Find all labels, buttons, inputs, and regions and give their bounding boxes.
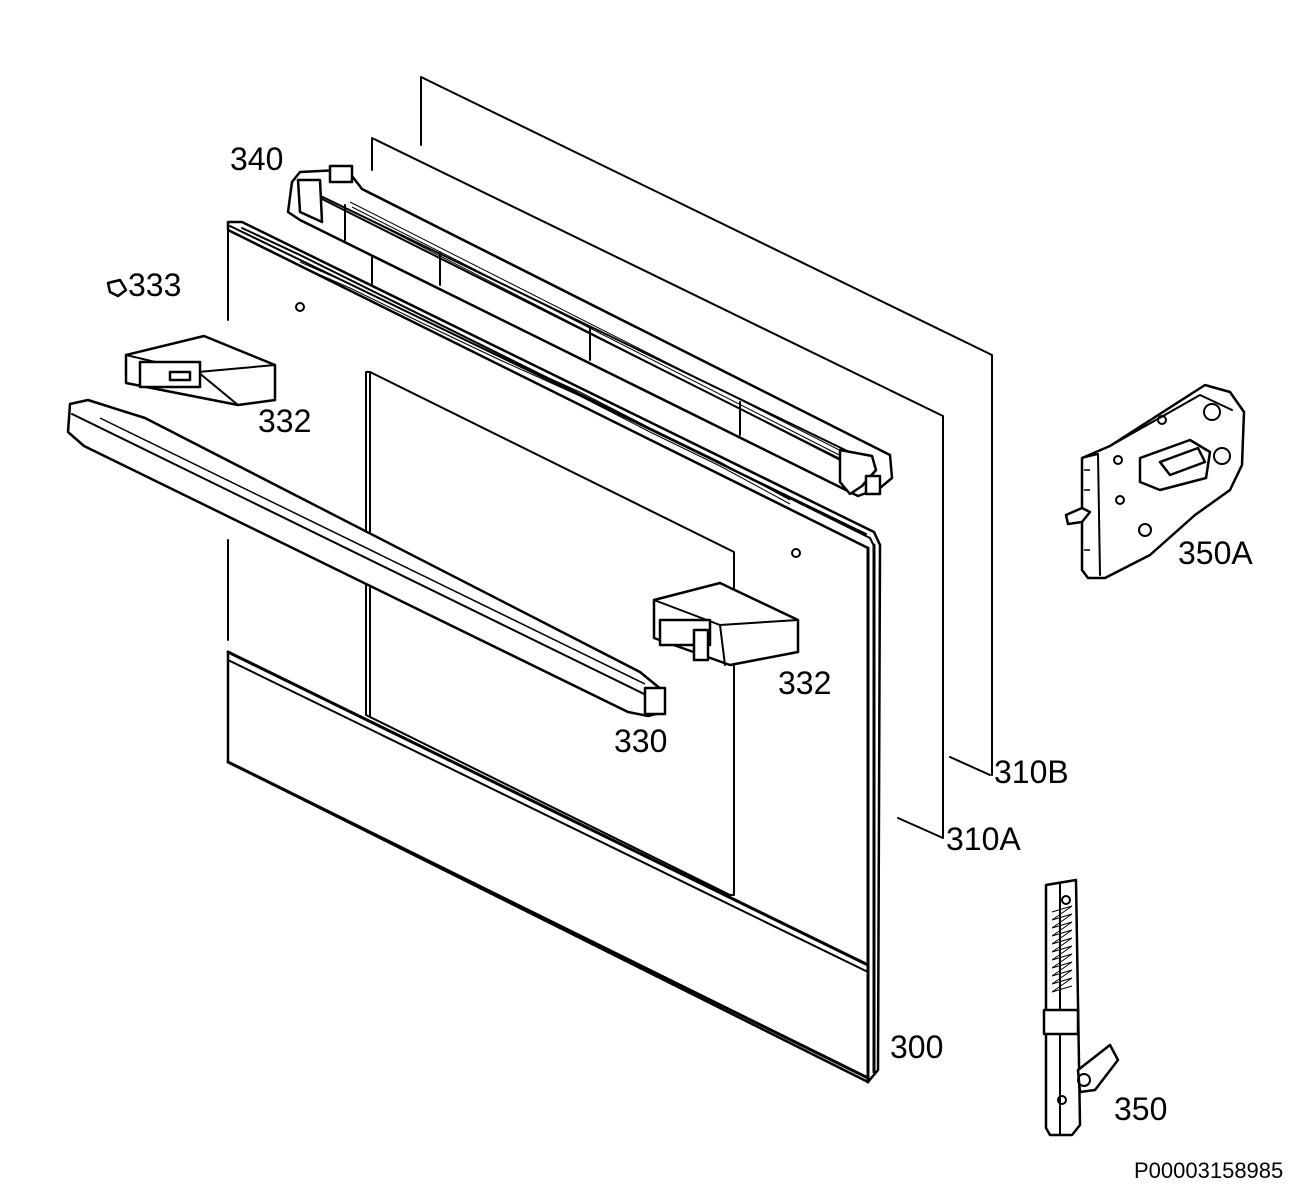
drawing-code: P00003158985 (1134, 1158, 1283, 1183)
part-332-end-cap-left (124, 334, 277, 407)
label-300: 300 (890, 1029, 943, 1065)
part-333-screw (106, 278, 128, 298)
part-300-front-door (226, 220, 882, 1084)
part-330-handle (66, 398, 667, 718)
part-340-top-frame (286, 164, 894, 498)
part-350-hinge (1042, 878, 1120, 1137)
label-340: 340 (230, 141, 283, 177)
part-350a-hinge (1064, 383, 1246, 580)
part-332-end-cap-right (652, 581, 800, 667)
label-332-left: 332 (258, 403, 311, 439)
label-330: 330 (614, 723, 667, 759)
label-333: 333 (128, 267, 181, 303)
label-332-right: 332 (778, 665, 831, 701)
label-350: 350 (1114, 1091, 1167, 1127)
label-310b: 310B (994, 754, 1069, 790)
label-350a: 350A (1178, 535, 1253, 571)
part-310b-rear-glass (420, 76, 993, 776)
label-310a: 310A (946, 821, 1021, 857)
